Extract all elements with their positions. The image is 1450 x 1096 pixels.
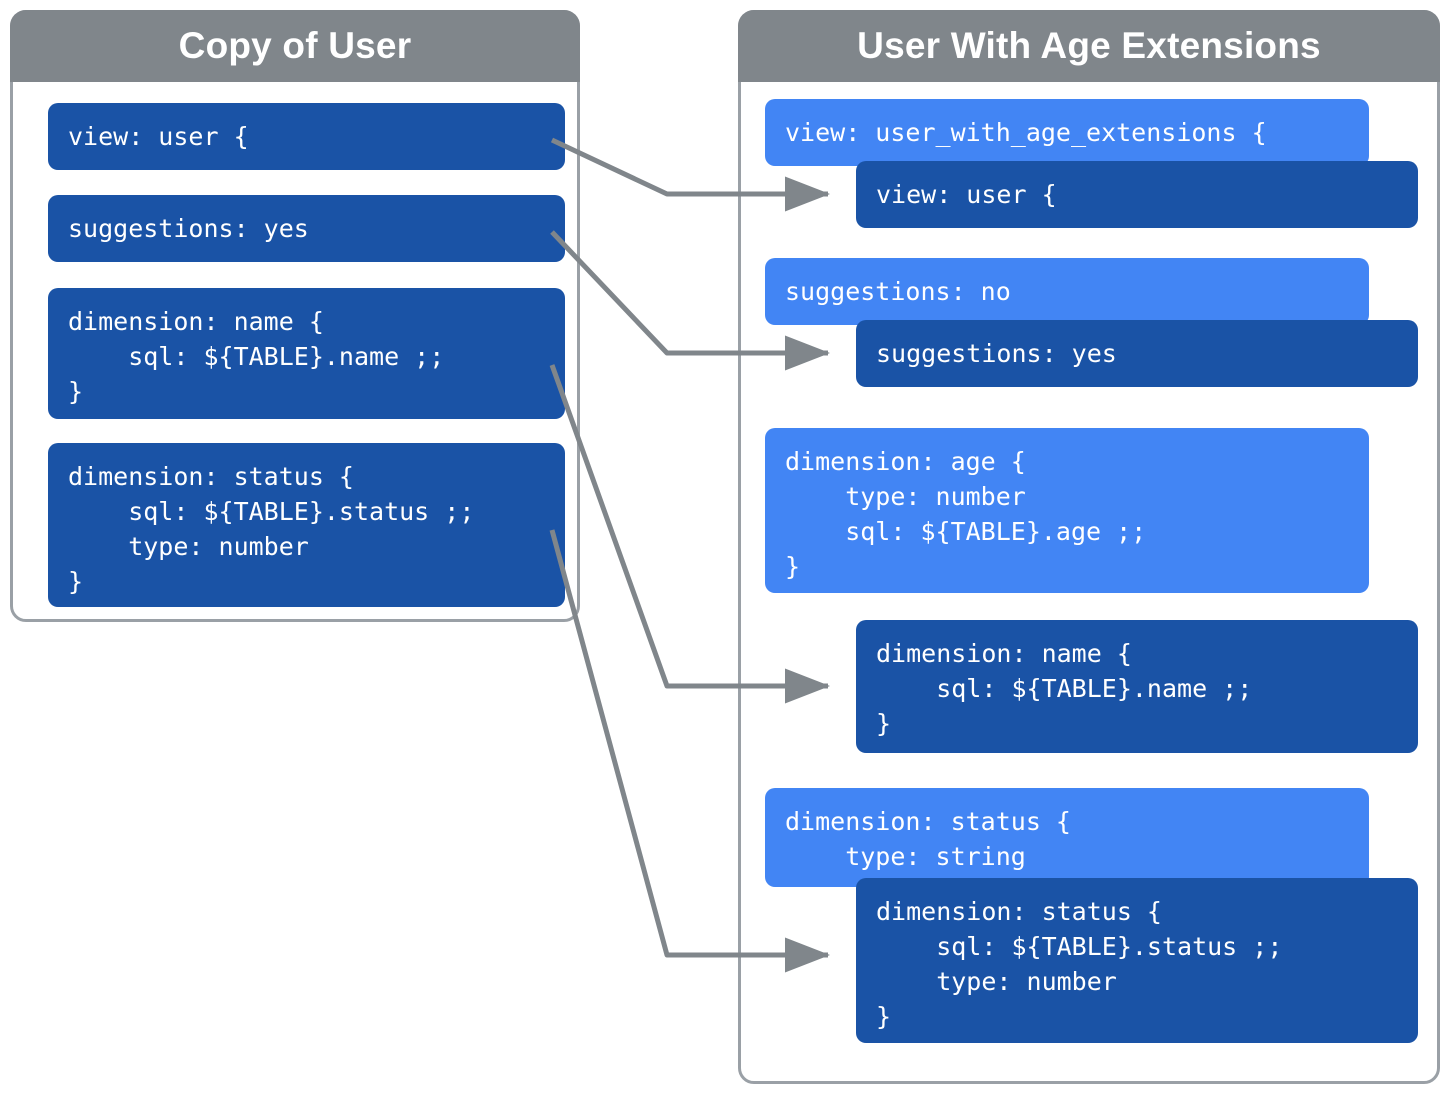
left-block-suggestions-yes: suggestions: yes <box>48 195 565 262</box>
right-block-dimension-name: dimension: name { sql: ${TABLE}.name ;; … <box>856 620 1418 753</box>
panel-copy-of-user: Copy of User view: user { suggestions: y… <box>10 10 580 622</box>
right-block-dimension-status-string: dimension: status { type: string <box>765 788 1369 887</box>
right-block-view-user: view: user { <box>856 161 1418 228</box>
right-block-suggestions-no: suggestions: no <box>765 258 1369 325</box>
right-block-dimension-age: dimension: age { type: number sql: ${TAB… <box>765 428 1369 593</box>
right-block-dimension-status-number: dimension: status { sql: ${TABLE}.status… <box>856 878 1418 1043</box>
panel-user-with-age-extensions: User With Age Extensions view: user_with… <box>738 10 1440 1084</box>
left-block-view-user: view: user { <box>48 103 565 170</box>
right-block-view-extension: view: user_with_age_extensions { <box>765 99 1369 166</box>
left-block-dimension-name: dimension: name { sql: ${TABLE}.name ;; … <box>48 288 565 419</box>
panel-right-title: User With Age Extensions <box>738 10 1440 82</box>
panel-left-title: Copy of User <box>10 10 580 82</box>
right-block-suggestions-yes: suggestions: yes <box>856 320 1418 387</box>
left-block-dimension-status: dimension: status { sql: ${TABLE}.status… <box>48 443 565 607</box>
